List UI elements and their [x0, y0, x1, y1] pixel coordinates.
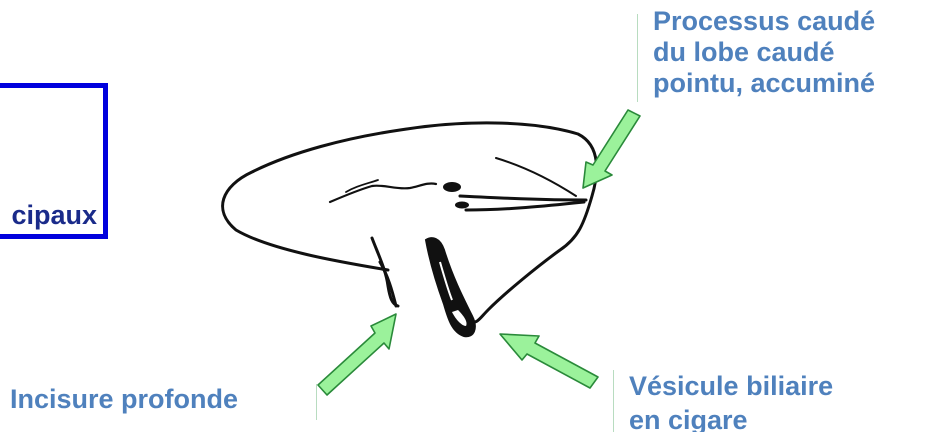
arrow-vesicule [500, 334, 598, 388]
label-processus-line-1: Processus caudé [653, 6, 875, 37]
label-vesicule-line-1: Vésicule biliaire [629, 369, 833, 403]
label-incisure: Incisure profonde [10, 384, 238, 415]
label-vesicule-line-2: en cigare [629, 403, 833, 432]
liver-outline [223, 123, 597, 322]
label-processus-line-3: pointu, accuminé [653, 68, 875, 99]
arrow-incisure [318, 314, 396, 395]
label-processus-line-2: du lobe caudé [653, 37, 875, 68]
caudate-fissure [460, 196, 586, 200]
label-processus-caude: Processus caudé du lobe caudé pointu, ac… [653, 6, 875, 99]
gallbladder [426, 238, 475, 336]
label-incisure-line-1: Incisure profonde [10, 384, 238, 415]
label-vesicule: Vésicule biliaire en cigare [629, 369, 833, 432]
